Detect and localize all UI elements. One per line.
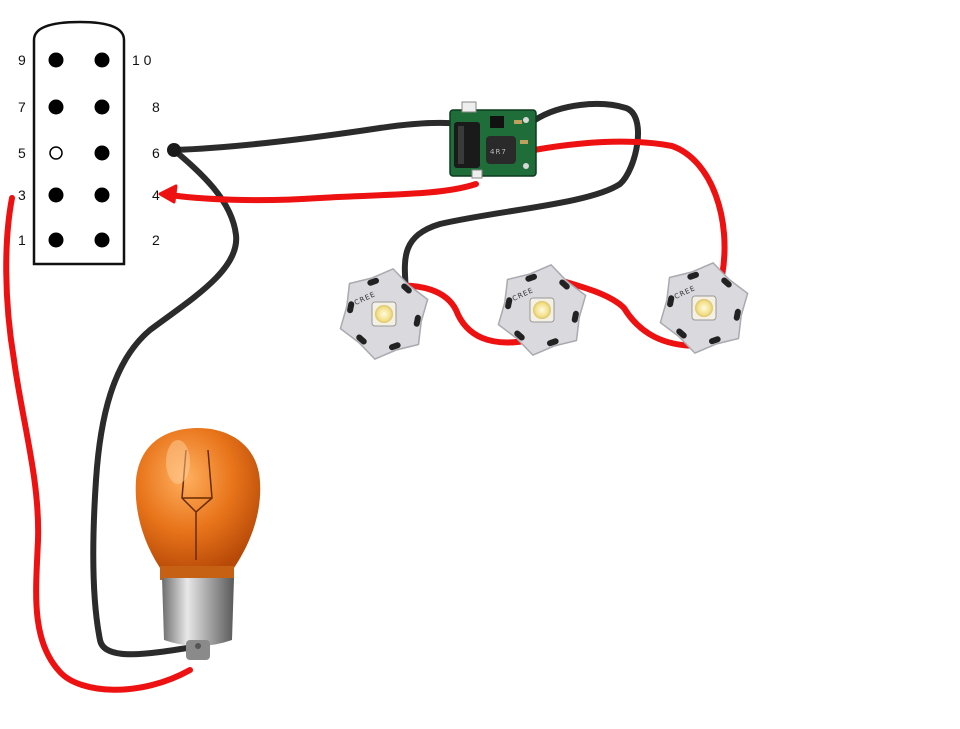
pin-label-1: 1 (18, 232, 26, 248)
pin6-junction (167, 143, 181, 157)
pin-label-9: 9 (18, 52, 26, 68)
pin-7 (48, 99, 64, 115)
red-wire-pin3-to-bulb (3, 195, 193, 693)
bulb-neck (160, 566, 234, 580)
pin-6 (94, 145, 110, 161)
svg-text:4R7: 4R7 (490, 148, 507, 156)
connector-pinout (32, 20, 126, 266)
cree-led-star-icon: CREE (659, 262, 749, 354)
led-driver-board-icon: 4R7 (449, 101, 537, 179)
pin-3 (48, 187, 64, 203)
pin-labels: 9 1 0 7 8 5 6 3 4 1 2 (18, 52, 160, 248)
driver-chip (490, 116, 504, 128)
pin-9 (48, 52, 64, 68)
pin-label-2: 2 (152, 232, 160, 248)
black-wire-pin6-to-bulb (90, 147, 240, 658)
black-wires (90, 101, 641, 658)
pin-2 (94, 232, 110, 248)
pin-4 (94, 187, 110, 203)
driver-capacitor (454, 122, 480, 168)
pin-1 (48, 232, 64, 248)
pin-label-5: 5 (18, 145, 26, 161)
pin-5 (49, 146, 63, 160)
black-wire-pin6-to-driver (171, 119, 465, 153)
black-wire-driver-to-led1 (401, 101, 641, 295)
bulb-contact (186, 640, 210, 660)
red-wire-pin4-to-driver (161, 181, 479, 204)
bulb-base (162, 578, 234, 646)
pin-label-6: 6 (152, 145, 160, 161)
connector-pins (48, 52, 110, 248)
pin-label-7: 7 (18, 99, 26, 115)
cree-leds: CREE CREE CREE (339, 262, 749, 360)
cree-led-star-icon: CREE (339, 268, 429, 360)
pin-label-3: 3 (18, 187, 26, 203)
pin-10 (94, 52, 110, 68)
cree-led-star-icon: CREE (497, 264, 587, 356)
red-wire-driver-to-led3 (531, 138, 728, 279)
driver-inductor (486, 136, 516, 164)
pin-8 (94, 99, 110, 115)
red-wires (3, 138, 728, 693)
pin4-arrow-tip (158, 184, 178, 204)
amber-bulb-icon (135, 428, 261, 660)
pin-label-8: 8 (152, 99, 160, 115)
connector-outline (32, 20, 126, 266)
bulb-filament (181, 449, 213, 560)
pin-label-10: 1 0 (132, 52, 152, 68)
pin-label-4: 4 (152, 187, 160, 203)
red-wire-led2-to-led3 (549, 275, 701, 349)
red-wire-led1-to-led2 (391, 282, 533, 346)
